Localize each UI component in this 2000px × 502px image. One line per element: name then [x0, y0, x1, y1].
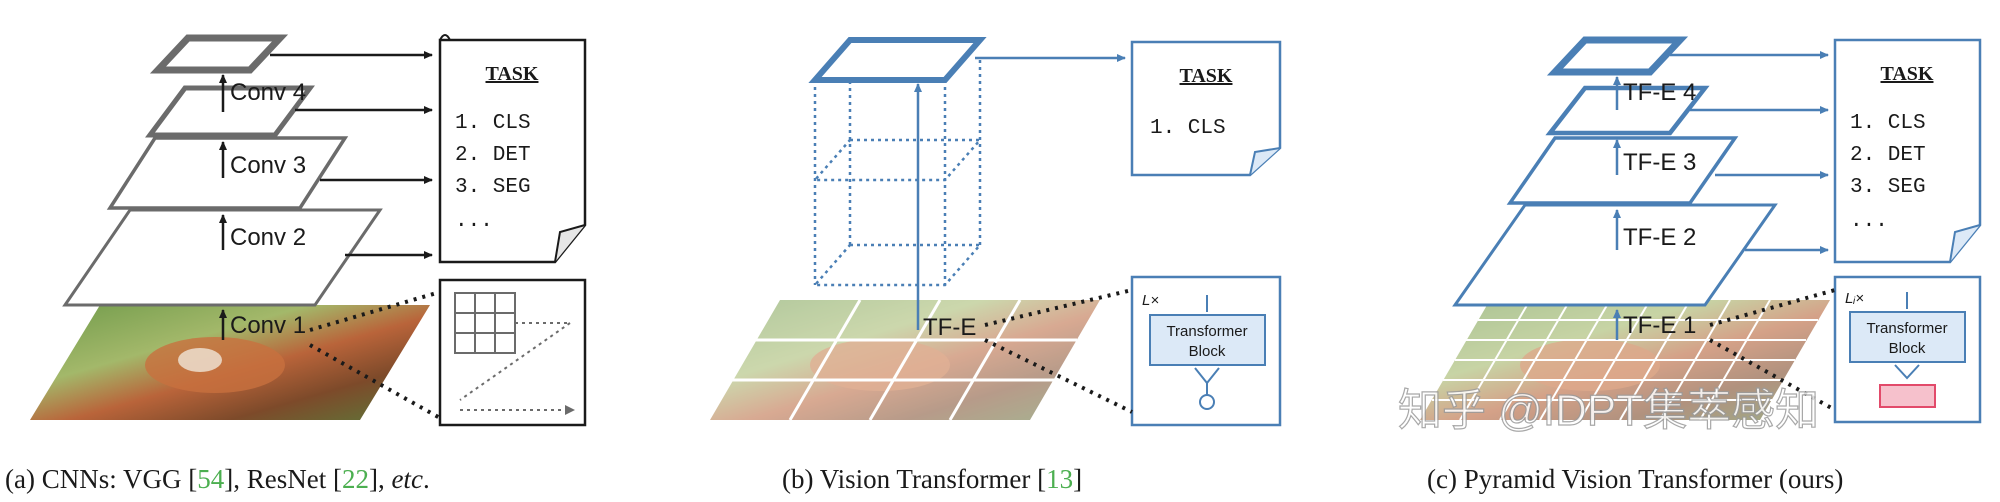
block-line2-b: Block — [1189, 343, 1226, 360]
task-a-3: 3. SEG — [455, 176, 531, 199]
loop-label-b: L× — [1142, 292, 1159, 309]
task-a-1: 1. CLS — [455, 112, 531, 135]
tfe4-label: TF-E 4 — [1623, 79, 1696, 106]
conv4-label: Conv 4 — [230, 79, 306, 106]
conv2-plane — [62, 208, 383, 307]
conv2-label: Conv 2 — [230, 224, 306, 251]
block-line2-c: Block — [1889, 340, 1926, 357]
spatial-reduction-block — [1879, 384, 1936, 408]
watermark: 知乎 @IDPT集萃感知 — [1398, 386, 1819, 435]
task-a-4: ... — [455, 210, 493, 233]
transformer-block-b — [1149, 314, 1266, 366]
tfe2-plane — [1452, 203, 1778, 307]
top-plane-b — [808, 37, 987, 83]
task-box-a — [438, 34, 587, 264]
conv3-plane — [106, 136, 349, 210]
task-connectors-a — [270, 51, 433, 259]
conv1-label: Conv 1 — [230, 312, 306, 339]
input-image-a — [30, 305, 430, 420]
conv-kernel-box — [438, 278, 587, 427]
tfe2-label: TF-E 2 — [1623, 224, 1696, 251]
caption-b: (b) Vision Transformer [13] — [782, 464, 1082, 494]
conv4-plane — [145, 85, 315, 138]
tfe3-label: TF-E 3 — [1623, 149, 1696, 176]
transformer-detail-b: L× Transformer Block — [1130, 275, 1282, 427]
block-line1-c: Transformer — [1866, 320, 1947, 337]
task-c-4: ... — [1850, 210, 1888, 233]
task-title-a: TASK — [486, 63, 539, 85]
task-title-c: TASK — [1881, 63, 1934, 85]
task-box-b — [1130, 40, 1282, 177]
task-box-c — [1833, 38, 1982, 264]
tfe3-plane — [1506, 136, 1739, 205]
zoom-lines-b — [984, 288, 1133, 414]
caption-a: (a) CNNs: VGG [54], ResNet [22], etc. — [5, 464, 430, 494]
panel-a: Conv 1 Conv 2 Conv 3 Conv 4 TASK 1. CLS … — [5, 34, 587, 494]
task-b-1: 1. CLS — [1150, 117, 1226, 140]
panel-c: TF-E 1 TF-E 2 TF-E 3 TF-E 4 TASK 1. CLS … — [1420, 36, 1982, 494]
input-image-c — [1420, 299, 1830, 421]
task-a-2: 2. DET — [455, 144, 531, 167]
tfe1-label: TF-E 1 — [1623, 312, 1696, 339]
encoder-label-b: TF-E — [923, 314, 976, 341]
tfe4-plane — [1545, 85, 1710, 136]
block-line1-b: Transformer — [1166, 323, 1247, 340]
task-c-3: 3. SEG — [1850, 176, 1926, 199]
task-c-1: 1. CLS — [1850, 112, 1926, 135]
token-stack-b — [812, 60, 983, 287]
task-title-b: TASK — [1180, 65, 1233, 87]
zoom-lines-a — [309, 290, 441, 420]
zoom-lines-c — [1709, 288, 1836, 412]
loop-label-c: Lᵢ× — [1845, 290, 1864, 307]
transformer-block-c — [1849, 311, 1966, 363]
panel-b: TF-E TASK 1. CLS L× Transformer Block (b — [710, 37, 1282, 494]
task-connectors-c — [1670, 51, 1829, 254]
transformer-detail-c: Lᵢ× Transformer Block — [1833, 275, 1982, 424]
caption-c: (c) Pyramid Vision Transformer (ours) — [1427, 464, 1843, 494]
top-plane-c — [1546, 36, 1689, 76]
top-plane-a — [149, 34, 289, 74]
task-c-2: 2. DET — [1850, 144, 1926, 167]
input-image-b — [710, 299, 1100, 421]
conv3-label: Conv 3 — [230, 152, 306, 179]
